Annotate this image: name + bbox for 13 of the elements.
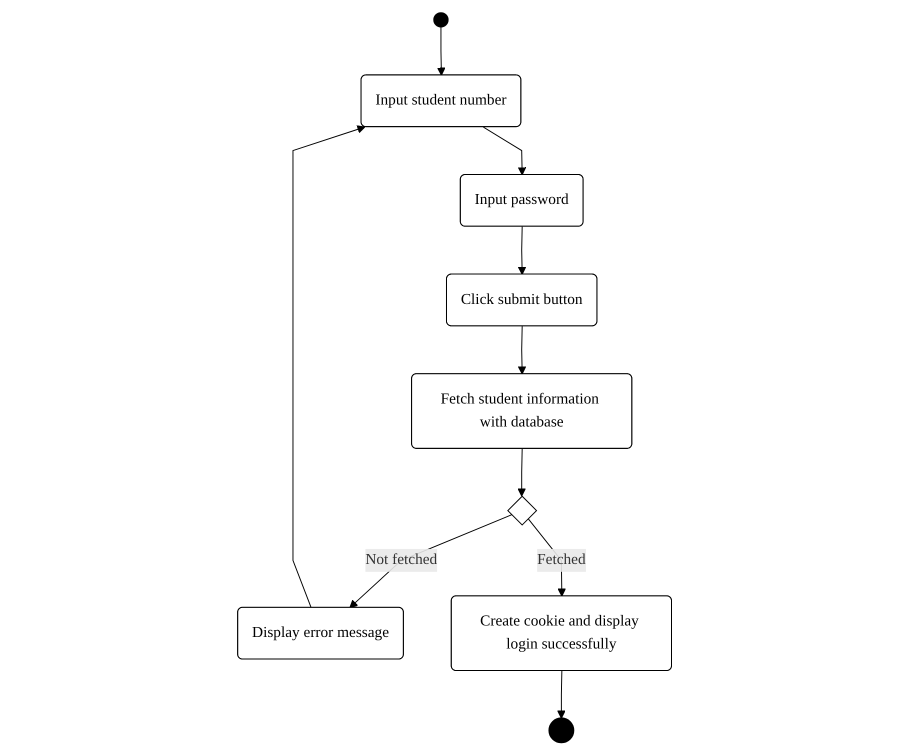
node-circle [433,12,449,28]
arrow [349,514,512,608]
arrow [557,670,566,719]
arrow [518,326,526,375]
edge-label: Fetched [537,552,586,568]
arrow [292,125,366,608]
arrow [436,26,446,76]
arrow [517,448,526,497]
edge-label: Not fetched [365,552,438,568]
node-diamond [507,496,538,526]
node-circle [548,717,574,744]
arrow [518,226,526,275]
arrow [482,126,526,176]
